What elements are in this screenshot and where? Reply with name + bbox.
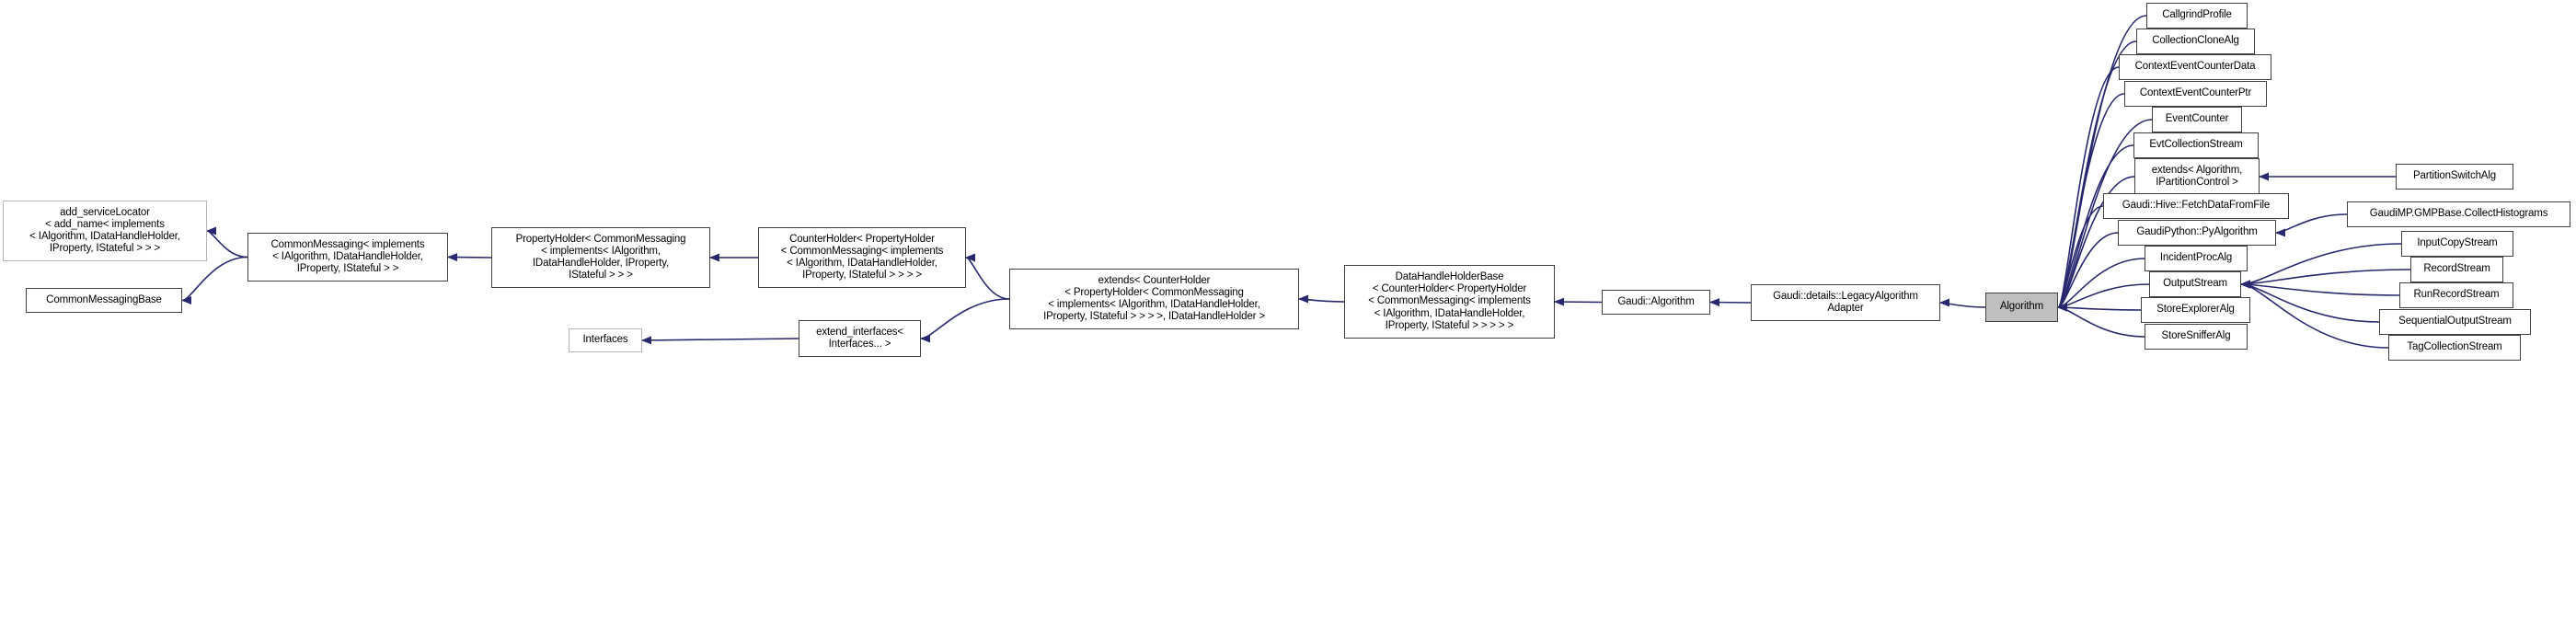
class-node-Algorithm: Algorithm <box>1985 293 2058 322</box>
class-node-CommonMessagingBase[interactable]: CommonMessagingBase <box>26 288 182 313</box>
class-node-StoreSnifferAlg[interactable]: StoreSnifferAlg <box>2145 324 2248 350</box>
inheritance-edge <box>2240 280 2389 349</box>
class-node-RunRecordStream[interactable]: RunRecordStream <box>2399 282 2513 308</box>
inheritance-edge <box>2057 283 2150 312</box>
inheritance-edge <box>641 336 799 345</box>
inheritance-edge <box>2240 269 2411 289</box>
inheritance-edge <box>206 226 248 259</box>
class-node-PropertyHolder[interactable]: PropertyHolder< CommonMessaging < implem… <box>491 227 710 288</box>
class-node-DataHandleHolderBase[interactable]: DataHandleHolderBase < CounterHolder< Pr… <box>1344 265 1555 339</box>
class-node-extend_interfaces[interactable]: extend_interfaces< Interfaces... > <box>799 320 921 357</box>
class-node-CallgrindProfile[interactable]: CallgrindProfile <box>2146 3 2248 29</box>
inheritance-edge <box>2240 280 2400 296</box>
class-node-CommonMessaging[interactable]: CommonMessaging< implements < IAlgorithm… <box>247 233 448 282</box>
class-node-CounterHolder[interactable]: CounterHolder< PropertyHolder < CommonMe… <box>758 227 966 288</box>
class-node-Gaudi__Algorithm[interactable]: Gaudi::Algorithm <box>1602 290 1710 315</box>
inheritance-edge <box>1709 298 1752 307</box>
class-node-StoreExplorerAlg[interactable]: StoreExplorerAlg <box>2141 297 2250 323</box>
inheritance-edge <box>2240 243 2402 289</box>
inheritance-edge <box>1939 298 1986 308</box>
class-node-PartitionSwitchAlg[interactable]: PartitionSwitchAlg <box>2396 164 2513 190</box>
inheritance-edge <box>1554 297 1603 306</box>
class-node-Interfaces[interactable]: Interfaces <box>569 328 642 352</box>
class-node-ContextEventCounterPtr[interactable]: ContextEventCounterPtr <box>2124 81 2267 107</box>
class-node-CollectionCloneAlg[interactable]: CollectionCloneAlg <box>2136 29 2255 54</box>
class-node-Gaudi__Hive__FetchDataFromFile[interactable]: Gaudi::Hive::FetchDataFromFile <box>2103 193 2289 219</box>
class-node-add_serviceLocator[interactable]: add_serviceLocator < add_name< implement… <box>3 201 207 261</box>
inheritance-edge <box>2057 303 2145 338</box>
inheritance-edge <box>181 256 248 305</box>
inheritance-edge <box>2240 280 2380 323</box>
inheritance-edge <box>965 253 1010 300</box>
inheritance-edge <box>2057 303 2142 312</box>
class-node-GaudiMP_GMPBase_CollectHistograms[interactable]: GaudiMP.GMPBase.CollectHistograms <box>2347 201 2570 227</box>
class-node-EventCounter[interactable]: EventCounter <box>2152 107 2242 132</box>
class-node-extends_Algorithm_IPartitionControl[interactable]: extends< Algorithm, IPartitionControl > <box>2134 158 2260 195</box>
class-node-SequentialOutputStream[interactable]: SequentialOutputStream <box>2379 309 2531 335</box>
inheritance-edge <box>2057 66 2120 312</box>
class-node-EvtCollectionStream[interactable]: EvtCollectionStream <box>2133 132 2259 158</box>
class-node-LegacyAlgorithmAdapter[interactable]: Gaudi::details::LegacyAlgorithm Adapter <box>1751 284 1940 321</box>
class-node-ContextEventCounterData[interactable]: ContextEventCounterData <box>2119 54 2271 80</box>
class-node-extends_CounterHolder[interactable]: extends< CounterHolder < PropertyHolder<… <box>1009 269 1299 329</box>
inheritance-edge <box>2057 232 2119 312</box>
class-node-GaudiPython__PyAlgorithm[interactable]: GaudiPython::PyAlgorithm <box>2118 220 2276 246</box>
inheritance-edge <box>447 253 492 262</box>
class-node-OutputStream[interactable]: OutputStream <box>2149 271 2241 297</box>
inheritance-edge <box>2057 205 2104 312</box>
class-node-InputCopyStream[interactable]: InputCopyStream <box>2401 231 2513 257</box>
class-node-IncidentProcAlg[interactable]: IncidentProcAlg <box>2145 246 2248 271</box>
inheritance-edge <box>1298 294 1345 304</box>
inheritance-edge <box>920 298 1010 343</box>
class-node-RecordStream[interactable]: RecordStream <box>2410 257 2503 282</box>
class-node-TagCollectionStream[interactable]: TagCollectionStream <box>2388 335 2521 361</box>
inheritance-edge <box>2057 258 2145 312</box>
